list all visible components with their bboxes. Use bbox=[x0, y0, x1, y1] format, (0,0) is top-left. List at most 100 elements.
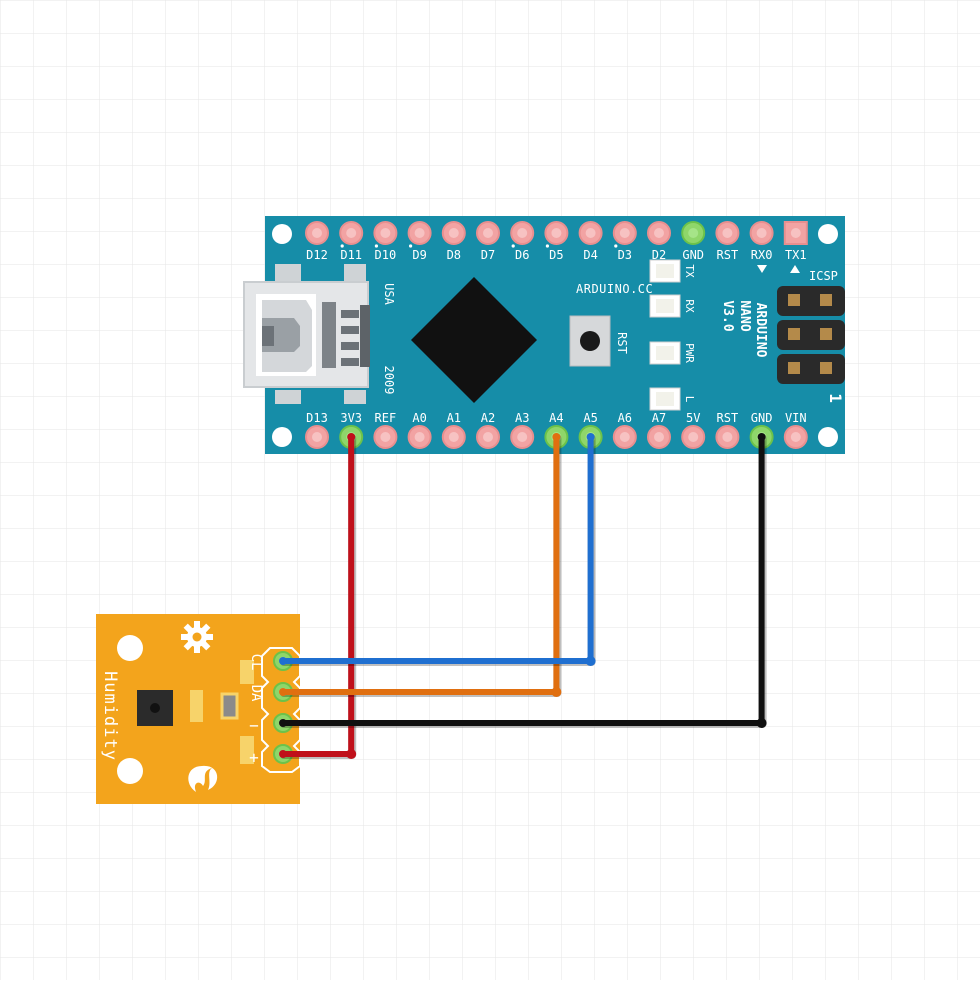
pull-up-resistor bbox=[240, 660, 254, 684]
arduino-nano-board[interactable]: USA 2009 RST ARDUINO.CC TX RX PWR L ARDU bbox=[243, 216, 845, 454]
pin-d10-top-hole bbox=[380, 228, 391, 238]
pin-label-d3-top: D3 bbox=[618, 248, 632, 262]
pin-label-d4-top: D4 bbox=[583, 248, 597, 262]
wires bbox=[279, 433, 767, 759]
tx-arrow-icon bbox=[790, 265, 800, 273]
pin-label-rst-bottom: RST bbox=[717, 411, 739, 425]
pin-label-d9-top: D9 bbox=[412, 248, 426, 262]
pin-label-d12-top: D12 bbox=[306, 248, 328, 262]
model-line-2: NANO bbox=[737, 300, 752, 331]
pwm-marker bbox=[545, 244, 550, 248]
pin-label-ref-bottom: REF bbox=[375, 411, 397, 425]
pin-d9-top-hole bbox=[414, 228, 425, 238]
pin-a3-bottom-hole bbox=[517, 432, 528, 442]
pin-label-d5-top: D5 bbox=[549, 248, 563, 262]
year-label: 2009 bbox=[382, 366, 396, 395]
model-line-1: ARDUINO bbox=[753, 303, 768, 358]
pin-label-5v-bottom: 5V bbox=[686, 411, 700, 425]
pin-d12-top-hole bbox=[312, 228, 322, 238]
sensor-title: Humidity bbox=[100, 671, 120, 761]
pin-d2-top-hole bbox=[654, 228, 664, 238]
pwm-marker bbox=[614, 244, 618, 248]
capacitor bbox=[190, 690, 203, 722]
reset-button-cap[interactable] bbox=[580, 331, 600, 351]
reset-button[interactable] bbox=[569, 315, 611, 367]
wire-end bbox=[279, 688, 287, 696]
pin-label-a3-bottom: A3 bbox=[515, 411, 529, 425]
pin-label-d10-top: D10 bbox=[375, 248, 397, 262]
usa-label: USA bbox=[382, 283, 396, 305]
pin-label-d8-top: D8 bbox=[447, 248, 461, 262]
wire-end bbox=[279, 719, 287, 727]
pwm-marker bbox=[374, 244, 378, 248]
pin-d11-top-hole bbox=[346, 228, 357, 238]
led-label-tx: TX bbox=[683, 264, 696, 278]
pin-label-d7-top: D7 bbox=[481, 248, 495, 262]
gear-icon bbox=[181, 621, 213, 653]
pin-d4-top-hole bbox=[585, 228, 596, 238]
pin-label-a6-bottom: A6 bbox=[618, 411, 632, 425]
rx-arrow-icon bbox=[757, 265, 767, 273]
icsp-pin1-label: 1 bbox=[826, 393, 845, 403]
sensor-pin-label-da: DA bbox=[248, 685, 264, 702]
pwm-marker bbox=[511, 244, 515, 248]
mounting-hole bbox=[272, 224, 292, 244]
wire-end bbox=[347, 433, 356, 441]
microcontroller-chip bbox=[411, 277, 537, 403]
pin-d8-top-hole bbox=[448, 228, 459, 238]
pin-label-a5-bottom: A5 bbox=[583, 411, 597, 425]
sensor-pin-label-cl: CL bbox=[248, 654, 264, 671]
wire-end bbox=[279, 750, 287, 758]
mounting-hole bbox=[272, 427, 292, 447]
pin-label-3v3-bottom: 3V3 bbox=[340, 411, 362, 425]
wire-bend-point[interactable] bbox=[551, 687, 562, 697]
icsp-label: ICSP bbox=[809, 269, 838, 283]
pin-label-a2-bottom: A2 bbox=[481, 411, 495, 425]
pull-up-resistor bbox=[240, 736, 254, 764]
reset-label: RST bbox=[615, 332, 629, 354]
wire-bend-point[interactable] bbox=[585, 656, 596, 666]
pin-a6-bottom-hole bbox=[619, 432, 630, 442]
pin-label-d2-top: D2 bbox=[652, 248, 666, 262]
led-label-l: L bbox=[683, 396, 696, 403]
pin-a2-bottom-hole bbox=[483, 432, 493, 442]
humidity-sensor-board[interactable]: Humidity CL DA − + bbox=[96, 614, 301, 804]
pin-label-d11-top: D11 bbox=[340, 248, 362, 262]
pin-d7-top-hole bbox=[483, 228, 493, 238]
pwm-marker bbox=[340, 244, 344, 248]
led-label-pwr: PWR bbox=[683, 343, 696, 363]
pin-label-gnd-bottom: GND bbox=[751, 411, 773, 425]
mounting-hole bbox=[818, 427, 838, 447]
pin-rx0-top-hole bbox=[756, 228, 767, 238]
pin-label-d6-top: D6 bbox=[515, 248, 529, 262]
wire-bend-point[interactable] bbox=[756, 718, 767, 728]
pin-a0-bottom-hole bbox=[414, 432, 425, 442]
pin-d3-top-hole bbox=[619, 228, 630, 238]
pin-d6-top-hole bbox=[517, 228, 528, 238]
resistor bbox=[220, 692, 239, 720]
mounting-hole bbox=[818, 224, 838, 244]
pin-a1-bottom-hole bbox=[448, 432, 459, 442]
pin-label-a4-bottom: A4 bbox=[549, 411, 563, 425]
mounting-hole bbox=[117, 758, 143, 784]
led-label-rx: RX bbox=[683, 299, 696, 313]
pin-label-gnd-top: GND bbox=[682, 248, 704, 262]
icsp-header[interactable] bbox=[777, 286, 845, 384]
wire-end bbox=[552, 433, 561, 441]
sensor-pin-outline bbox=[261, 647, 301, 773]
usb-connector bbox=[243, 264, 370, 404]
wire-bend-point[interactable] bbox=[346, 749, 357, 759]
sensor-pin-label-gnd: − bbox=[249, 716, 259, 735]
flame-icon bbox=[188, 765, 218, 792]
pin-a7-bottom-hole bbox=[654, 432, 664, 442]
mounting-hole bbox=[117, 635, 143, 661]
pin-label-a0-bottom: A0 bbox=[412, 411, 426, 425]
site-label: ARDUINO.CC bbox=[576, 282, 653, 296]
pin-rst-top-hole bbox=[722, 228, 733, 238]
status-leds: TX RX PWR L bbox=[649, 259, 696, 411]
pin-d13-bottom-hole bbox=[312, 432, 322, 442]
